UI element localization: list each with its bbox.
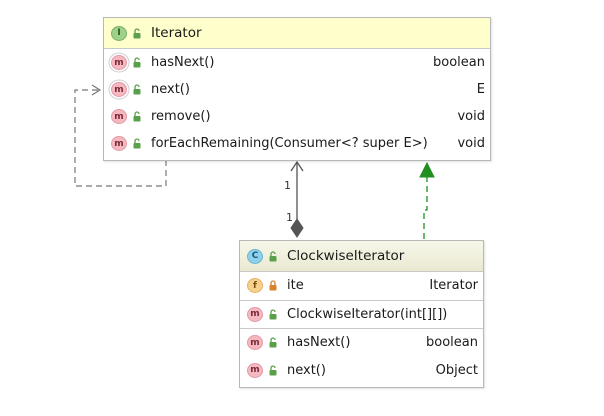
self-dependency-arrowhead: [91, 84, 102, 96]
method-return-type: E: [476, 82, 485, 97]
clockwise-iterator-header[interactable]: C ClockwiseIterator: [240, 241, 483, 272]
unlock-icon: [132, 57, 142, 68]
unlock-icon: [132, 84, 142, 95]
iterator-header[interactable]: I Iterator: [104, 18, 490, 49]
method-icon: m: [111, 55, 127, 70]
lock-icon: [268, 280, 278, 291]
method-icon: m: [111, 82, 127, 97]
method-name: next(): [287, 362, 326, 378]
unlock-icon: [132, 111, 142, 122]
composition-diamond: [290, 218, 304, 238]
field-icon: f: [247, 278, 263, 294]
class-name: ClockwiseIterator: [287, 248, 405, 264]
unlock-icon: [268, 309, 278, 320]
composition-arrowhead: [290, 160, 304, 172]
method-row[interactable]: m hasNext() boolean: [104, 49, 490, 76]
method-row[interactable]: m forEachRemaining(Consumer<? super E>) …: [104, 130, 490, 157]
iterator-interface-box[interactable]: I Iterator m hasNext() boolean m next() …: [103, 17, 491, 161]
realization-arrowhead: [419, 161, 435, 178]
unlock-icon: [132, 27, 142, 39]
method-name: next(): [151, 82, 190, 97]
composition-multiplicity-target: 1: [286, 211, 293, 224]
method-icon: m: [247, 362, 263, 378]
method-return-type: Object: [435, 362, 478, 378]
method-icon: m: [111, 109, 127, 124]
method-name: hasNext(): [151, 55, 215, 70]
unlock-icon: [268, 337, 278, 348]
unlock-icon: [268, 365, 278, 376]
method-return-type: boolean: [426, 335, 478, 351]
realization-line: [423, 176, 428, 239]
interface-icon: I: [111, 25, 127, 41]
clockwise-iterator-class-box[interactable]: C ClockwiseIterator f ite Iterator m Clo…: [239, 240, 484, 388]
constructor-name: ClockwiseIterator(int[][]): [287, 306, 448, 322]
constructor-row[interactable]: m ClockwiseIterator(int[][]): [240, 299, 483, 329]
composition-multiplicity-source: 1: [284, 179, 291, 192]
method-return-type: boolean: [433, 55, 485, 70]
field-type: Iterator: [429, 278, 478, 294]
method-row[interactable]: m next() E: [104, 76, 490, 103]
method-name: remove(): [151, 109, 211, 124]
self-dependency-line: [74, 89, 167, 187]
method-row[interactable]: m hasNext() boolean: [240, 328, 483, 357]
method-return-type: void: [457, 136, 485, 151]
class-name: Iterator: [151, 25, 202, 41]
method-return-type: void: [457, 109, 485, 124]
method-row[interactable]: m next() Object: [240, 357, 483, 385]
method-icon: m: [111, 136, 127, 151]
field-name: ite: [287, 278, 304, 294]
method-icon: m: [247, 306, 263, 322]
method-icon: m: [247, 335, 263, 351]
class-icon: C: [247, 248, 263, 264]
method-name: hasNext(): [287, 335, 351, 351]
unlock-icon: [132, 138, 142, 149]
unlock-icon: [268, 250, 278, 262]
method-name: forEachRemaining(Consumer<? super E>): [151, 136, 428, 151]
method-row[interactable]: m remove() void: [104, 103, 490, 130]
field-row[interactable]: f ite Iterator: [240, 272, 483, 300]
